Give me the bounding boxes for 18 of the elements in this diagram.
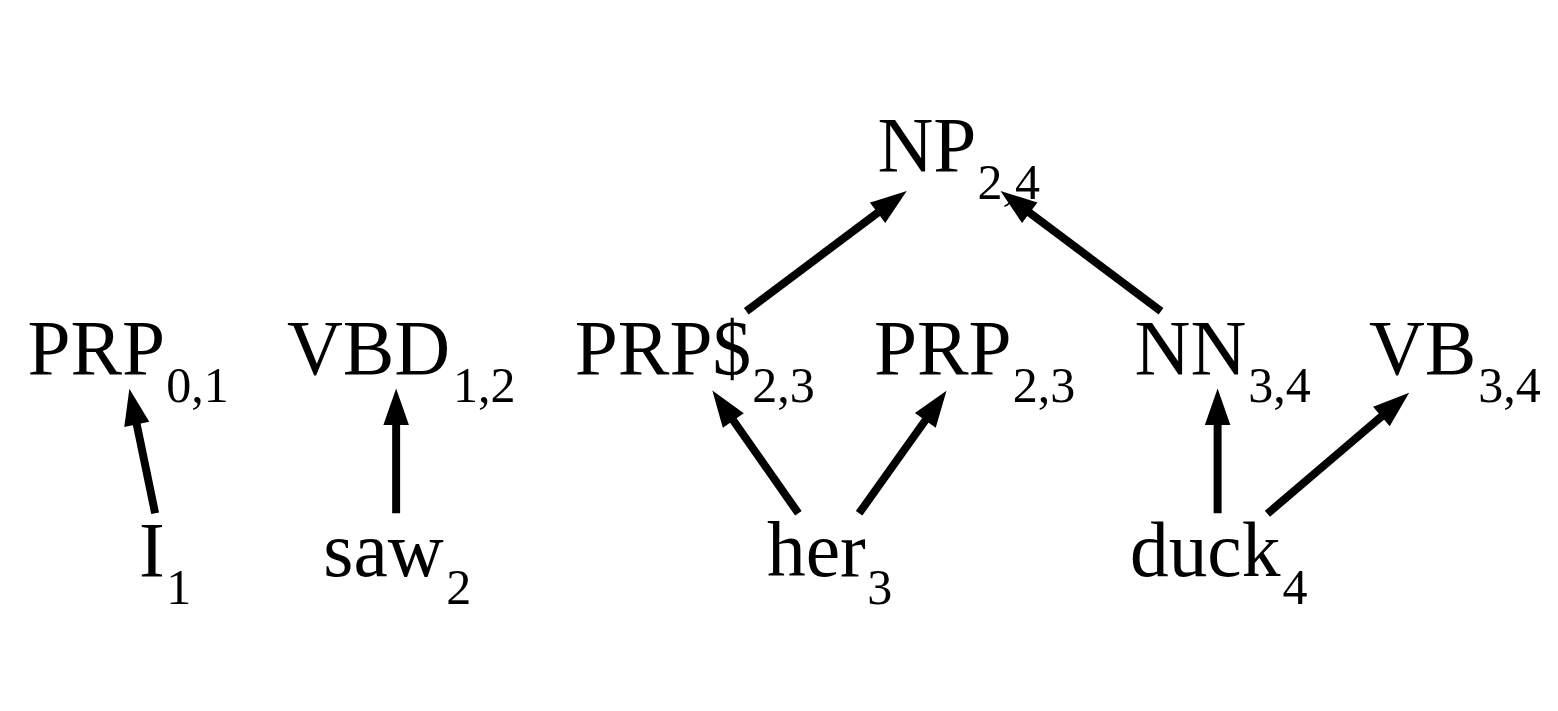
node-text: her$_{3}$ [767, 506, 893, 615]
node-text: NN$_{3,4}$ [1134, 304, 1311, 413]
node-text: VB$_{3,4}$ [1368, 304, 1541, 413]
arrow [743, 190, 907, 314]
arrow [1204, 387, 1231, 513]
arrow [712, 390, 802, 516]
arrow [855, 390, 947, 516]
node-text: PRP$$_{2,3}$ [574, 304, 815, 413]
arrow [124, 388, 160, 514]
node-text: duck$_{4}$ [1130, 506, 1308, 615]
arrow [383, 387, 409, 513]
node-text: PRP$_{0,1}$ [27, 304, 229, 413]
node-text: I$_{1}$ [139, 506, 192, 615]
node-text: VBD$_{1,2}$ [286, 304, 516, 413]
node-text: PRP$_{2,3}$ [874, 304, 1076, 413]
arrow [1264, 392, 1410, 517]
arrow [1000, 190, 1164, 314]
node-text: saw$_{2}$ [323, 506, 472, 615]
